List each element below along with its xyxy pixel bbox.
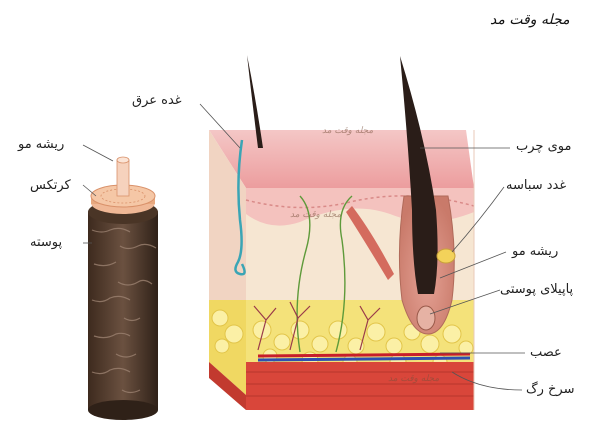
label-hair-root-right: ریشه مو: [512, 244, 559, 259]
watermark-top: مجله وقت مد: [322, 126, 374, 136]
label-skin-left: پوسته: [30, 235, 63, 250]
label-hair-root-left: ریشه مو: [18, 137, 65, 152]
watermark-mid: مجله وقت مد: [290, 210, 342, 220]
arrector-pili: [346, 206, 394, 280]
vein-line: [257, 356, 471, 362]
label-cortex: کرتکس: [30, 178, 71, 193]
artery-line: [257, 352, 471, 358]
medulla-tube: [116, 159, 130, 197]
hair-cylinder-body: [88, 212, 158, 410]
cuticle-texture: [91, 227, 157, 394]
label-hair-shaft: موی چرب: [516, 139, 572, 154]
label-artery: سرخ رگ: [526, 382, 575, 397]
hair-left: [247, 55, 263, 148]
label-dermal-papilla: پاپیلای پوستی: [500, 282, 574, 297]
sebaceous-gland: [436, 248, 456, 264]
label-sweat-gland: غده عرق: [132, 93, 182, 108]
nerves: [296, 195, 353, 353]
brand-logo: مجله وقت مد: [490, 12, 570, 28]
epidermis-top: [209, 130, 474, 188]
dermal-papilla: [416, 305, 436, 331]
hair-shaft: [400, 56, 438, 294]
capillaries: [253, 301, 381, 351]
watermark-bottom: مجله وقت مد: [388, 374, 440, 384]
sweat-gland: [234, 139, 246, 276]
leader-lines: [82, 103, 525, 391]
label-sebaceous-gland: غدد سباسه: [506, 178, 567, 193]
label-nerve: عصب: [530, 345, 562, 360]
muscle-layer: [246, 362, 474, 410]
